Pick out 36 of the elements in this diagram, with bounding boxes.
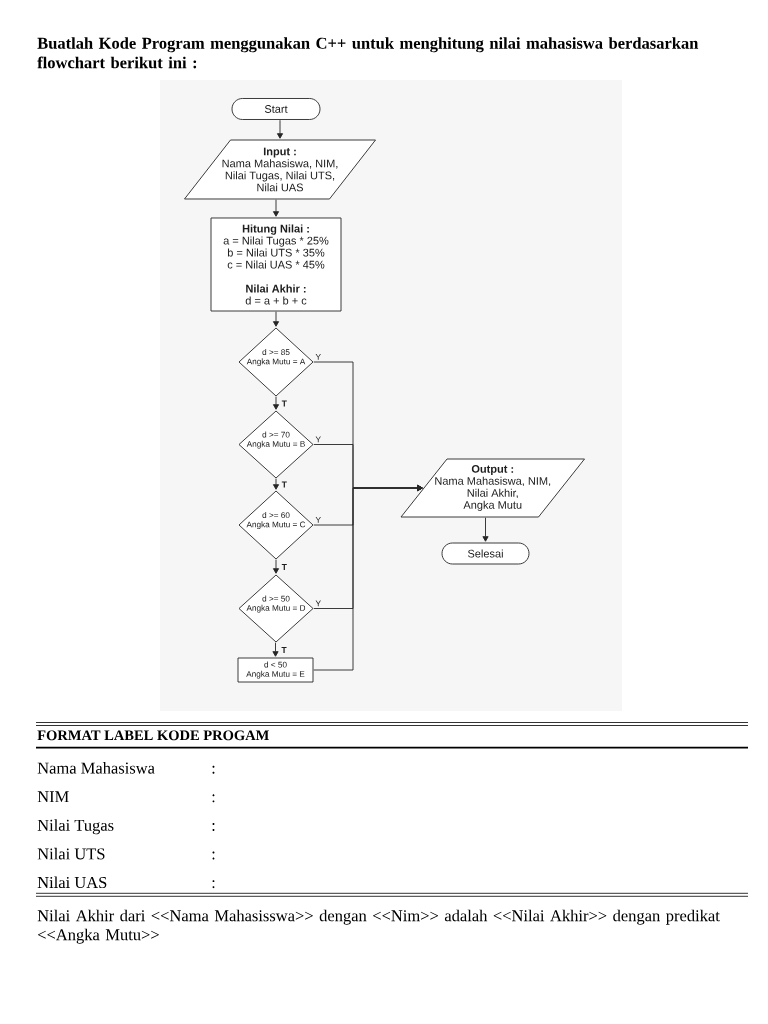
field-label: Nilai Tugas	[37, 819, 114, 835]
edge-label: T	[281, 563, 288, 571]
field-label: Nilai UTS	[37, 847, 105, 860]
edge-label: Y	[314, 599, 322, 607]
process-box: d < 50 Angka Mutu = E	[237, 657, 314, 683]
field-label: NIM	[37, 791, 69, 803]
edge-label: T	[280, 646, 288, 654]
colon-separator: :	[212, 880, 215, 889]
field-label: Nama Mahasiswa	[37, 762, 155, 774]
flow-arrow	[313, 484, 423, 671]
edge-label: T	[281, 400, 288, 407]
flow-arrow	[276, 119, 284, 139]
terminal-box: Start	[231, 98, 321, 120]
field-label: Nilai UAS	[37, 876, 107, 889]
edge-label: T	[281, 481, 288, 488]
flow-arrow	[272, 199, 280, 217]
flow-arrow	[482, 517, 489, 542]
output-format-note: Nilai Akhir dari <<Nama Mahasisswa>> dengan <<Nim>> adalah <<Nilai Akhir>> dengan predikat <<Angka Mutu>>	[37, 909, 720, 944]
flow-arrow	[272, 311, 280, 327]
io-parallelogram: Input : Nama Mahasiswa, NIM, Nilai Tugas, Nilai UTS, Nilai UAS	[184, 139, 376, 200]
section-heading: FORMAT LABEL KODE PROGAM	[37, 730, 269, 741]
instruction-title: Buatlah Kode Program menggunakan C++ untuk menghitung nilai mahasiswa berdasarkan flowchart berikut ini :	[37, 37, 699, 69]
flow-arrow	[272, 642, 279, 657]
process-box: Hitung Nilai : a = Nilai Tugas * 25% b = Nilai UTS * 35% c = Nilai UAS * 45% Nilai Akhir : d = a + b + c	[210, 217, 342, 312]
terminal-box: Selesai	[441, 542, 530, 565]
edge-label: Y	[314, 516, 322, 524]
colon-separator: :	[212, 765, 215, 774]
flow-arrow	[272, 478, 280, 490]
io-parallelogram: Output : Nama Mahasiswa, NIM, Nilai Akhir, Angka Mutu	[400, 458, 585, 518]
edge-label: Y	[314, 435, 322, 443]
colon-separator: :	[212, 851, 215, 860]
flow-arrow	[272, 396, 280, 410]
edge-label: Y	[314, 353, 322, 361]
colon-separator: :	[212, 794, 215, 803]
flow-arrow	[272, 559, 280, 574]
colon-separator: :	[212, 822, 215, 831]
